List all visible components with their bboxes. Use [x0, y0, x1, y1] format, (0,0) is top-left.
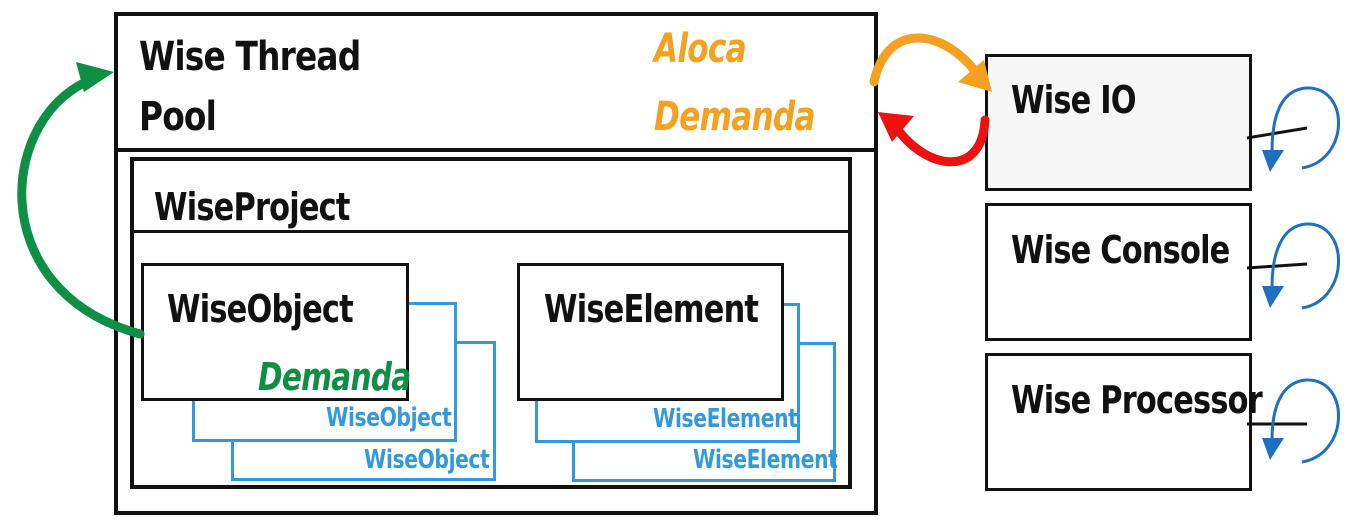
demanda-return-arrow	[893, 115, 990, 167]
wise-object-copy-label-2: WiseObject	[364, 445, 490, 475]
wise-object-box	[141, 263, 409, 401]
demanda-label: Demanda	[654, 94, 816, 140]
wise-project-title: WiseProject	[154, 185, 350, 229]
wise-console-box	[985, 203, 1252, 341]
wise-console-loop	[1246, 222, 1340, 310]
object-demanda-arrowhead	[76, 62, 114, 92]
wise-io-title: Wise IO	[1011, 78, 1137, 122]
aloca-arrowhead	[958, 60, 992, 92]
wise-processor-title: Wise Processor	[1011, 378, 1263, 422]
wise-processor-loop	[1247, 378, 1340, 464]
wise-element-copy-label-2: WiseElement	[693, 445, 838, 475]
wise-io-loop	[1246, 86, 1340, 172]
wise-processor-box	[985, 353, 1252, 491]
object-demanda-arrow	[17, 73, 145, 339]
wise-project-divider	[130, 230, 852, 233]
wise-object-copy-label-1: WiseObject	[326, 403, 452, 433]
wise-object-demanda: Demanda	[258, 355, 411, 399]
wise-element-box	[517, 263, 784, 401]
aloca-label: Aloca	[654, 26, 747, 72]
wise-element-title: WiseElement	[544, 287, 759, 331]
wise-element-copy-label-1: WiseElement	[653, 404, 798, 434]
wise-project-box	[130, 157, 852, 489]
demanda-return-arrowhead	[878, 112, 914, 142]
thread-pool-title-line2: Pool	[139, 94, 217, 140]
wise-console-title: Wise Console	[1011, 228, 1230, 272]
thread-pool-divider	[114, 148, 878, 152]
wise-object-title: WiseObject	[167, 287, 354, 331]
aloca-arrow	[869, 33, 985, 87]
thread-pool-title-line1: Wise Thread	[139, 34, 361, 80]
